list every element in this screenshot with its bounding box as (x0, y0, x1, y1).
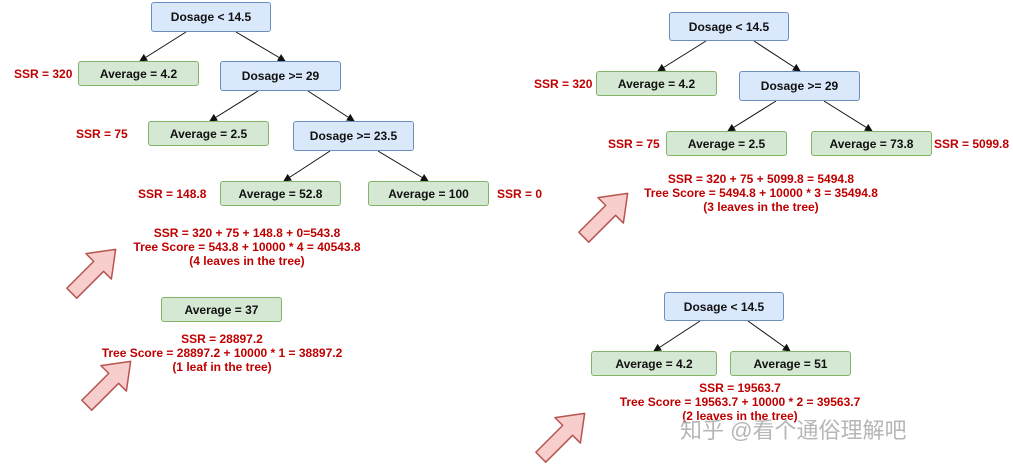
tree-d-summary-leaves: (2 leaves in the tree) (682, 409, 798, 423)
edge-b-root-leaf1 (657, 40, 707, 72)
tree-b-leaf2-node: Average = 2.5 (666, 131, 787, 156)
tree-a-root-node: Dosage < 14.5 (151, 2, 271, 32)
tree-c-summary-ssr: SSR = 28897.2 (181, 332, 263, 346)
tree-a-ssr-leaf2: SSR = 75 (76, 127, 128, 141)
edge-a-split3-leaf3 (283, 150, 331, 182)
tree-b-leaf3-node: Average = 73.8 (811, 131, 932, 156)
edge-d-root-leaf1 (653, 320, 701, 352)
edge-a-root-leaf1 (139, 31, 187, 62)
tree-a-summary-leaves: (4 leaves in the tree) (189, 254, 305, 268)
tree-d-leaf1-node: Average = 4.2 (591, 351, 717, 376)
tree-a-ssr-leaf4: SSR = 0 (497, 187, 543, 201)
tree-a-summary-score: Tree Score = 543.8 + 10000 * 4 = 40543.8 (133, 240, 361, 254)
tree-b-ssr-leaf1: SSR = 320 (534, 77, 593, 91)
edge-b-root-split2 (753, 40, 801, 72)
tree-b-root-node: Dosage < 14.5 (669, 12, 789, 41)
edge-d-root-leaf2 (747, 320, 791, 352)
edge-a-split2-leaf2 (209, 90, 259, 122)
tree-b-summary-leaves: (3 leaves in the tree) (703, 200, 819, 214)
tree-a-summary: SSR = 320 + 75 + 148.8 + 0=543.8 Tree Sc… (127, 226, 367, 268)
tree-b-summary-score: Tree Score = 5494.8 + 10000 * 3 = 35494.… (644, 186, 878, 200)
tree-a-split3-node: Dosage >= 23.5 (293, 121, 414, 151)
watermark-text: 知乎 @看个通俗理解吧 (680, 418, 907, 443)
tree-a-leaf2-node: Average = 2.5 (148, 121, 269, 146)
tree-d-summary: SSR = 19563.7 Tree Score = 19563.7 + 100… (618, 381, 862, 423)
pointer-arrow-b (578, 192, 629, 243)
edge-a-split3-leaf4 (377, 150, 429, 182)
tree-b-ssr-leaf2: SSR = 75 (608, 137, 660, 151)
edge-b-split2-leaf3 (823, 100, 873, 132)
edge-b-split2-leaf2 (727, 100, 777, 132)
tree-a-ssr-leaf3: SSR = 148.8 (138, 187, 207, 201)
tree-c-leaf-node: Average = 37 (161, 297, 282, 322)
tree-a-summary-ssr: SSR = 320 + 75 + 148.8 + 0=543.8 (153, 226, 341, 240)
edge-a-root-split2 (235, 31, 286, 62)
pointer-arrow-d (535, 412, 586, 463)
tree-d-leaf2-node: Average = 51 (730, 351, 851, 376)
tree-a-split2-node: Dosage >= 29 (220, 61, 341, 91)
tree-b-summary: SSR = 320 + 75 + 5099.8 = 5494.8 Tree Sc… (641, 172, 881, 214)
tree-c-summary-leaves: (1 leaf in the tree) (172, 360, 272, 374)
tree-d-summary-score: Tree Score = 19563.7 + 10000 * 2 = 39563… (619, 395, 861, 409)
pointer-arrow-c (81, 360, 132, 411)
edge-a-split2-split3 (307, 90, 355, 122)
pointer-arrow-a (66, 248, 117, 299)
tree-a-leaf3-node: Average = 52.8 (220, 181, 341, 206)
tree-b-split2-node: Dosage >= 29 (739, 71, 860, 101)
tree-b-summary-ssr: SSR = 320 + 75 + 5099.8 = 5494.8 (667, 172, 855, 186)
tree-c-summary: SSR = 28897.2 Tree Score = 28897.2 + 100… (100, 332, 344, 374)
tree-c-summary-score: Tree Score = 28897.2 + 10000 * 1 = 38897… (101, 346, 343, 360)
tree-b-leaf1-node: Average = 4.2 (596, 71, 717, 96)
tree-a-ssr-leaf1: SSR = 320 (14, 67, 73, 81)
tree-a-leaf4-node: Average = 100 (368, 181, 489, 206)
tree-d-summary-ssr: SSR = 19563.7 (699, 381, 781, 395)
tree-a-leaf1-node: Average = 4.2 (78, 61, 199, 86)
tree-b-ssr-leaf3: SSR = 5099.8 (934, 137, 1010, 151)
tree-d-root-node: Dosage < 14.5 (664, 292, 784, 321)
